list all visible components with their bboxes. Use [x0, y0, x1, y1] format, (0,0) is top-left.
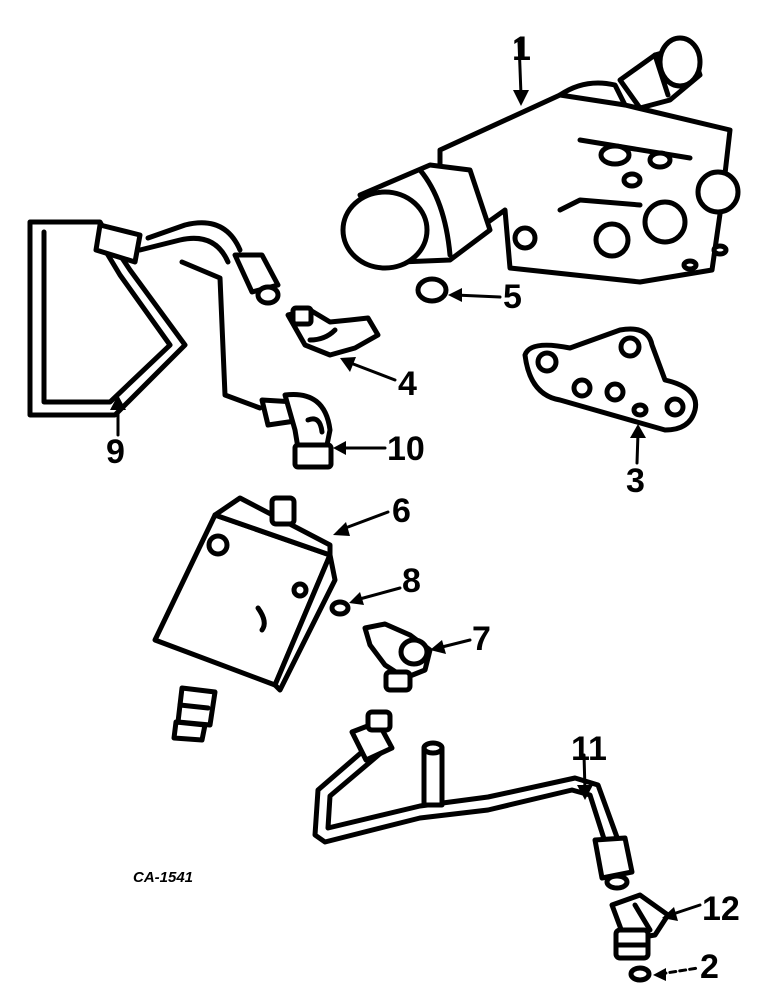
callout-11-label: 11	[571, 730, 607, 768]
part-11-tube	[312, 709, 635, 891]
callout-1: 1	[512, 30, 531, 106]
callout-7: 7	[430, 620, 491, 658]
part-9-tube	[27, 219, 281, 418]
callout-5-label: 5	[503, 278, 522, 316]
callout-8: 8	[349, 562, 421, 605]
part-10-elbow	[179, 259, 334, 470]
callout-4-label: 4	[398, 365, 417, 403]
callout-6-label: 6	[392, 492, 411, 530]
callout-12: 12	[662, 890, 740, 928]
callout-4: 4	[340, 357, 417, 403]
callout-7-label: 7	[472, 620, 491, 658]
callout-2-label: 2	[700, 948, 719, 986]
part-6-valve-block	[152, 495, 338, 743]
part-4-elbow	[285, 305, 381, 358]
callout-5: 5	[448, 278, 522, 316]
callout-3-label: 3	[626, 462, 645, 500]
part-8-o-ring	[329, 599, 351, 617]
part-5-o-ring	[415, 276, 449, 304]
callout-3: 3	[626, 424, 646, 500]
callout-9: 9	[106, 395, 126, 471]
callout-10-label: 10	[387, 430, 425, 468]
callout-8-label: 8	[402, 562, 421, 600]
callout-10: 10	[333, 430, 425, 468]
callout-6: 6	[333, 492, 411, 536]
part-7-swivel	[362, 621, 433, 693]
figure-code: CA-1541	[133, 869, 193, 886]
callout-12-label: 12	[702, 890, 740, 928]
callout-9-label: 9	[106, 433, 125, 471]
part-2-washer	[628, 965, 652, 983]
callout-1-label: 1	[512, 30, 531, 68]
callout-11: 11	[571, 730, 607, 800]
part-3-gasket	[522, 326, 699, 433]
callout-2: 2	[653, 948, 719, 986]
part-12-connector	[609, 892, 671, 961]
part-1-valve-body	[340, 35, 741, 285]
